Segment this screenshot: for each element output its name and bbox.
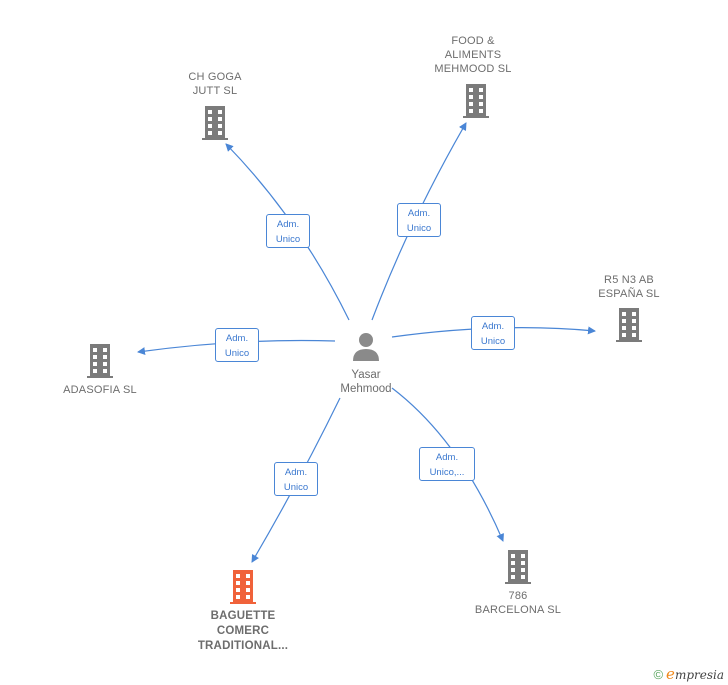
company-node-food-aliments[interactable]: FOOD & ALIMENTS MEHMOOD SL — [420, 34, 526, 120]
brand-logo-letter: e — [666, 665, 675, 683]
relation-label-food-aliments[interactable]: Adm. Unico — [397, 203, 441, 237]
building-icon — [463, 84, 489, 118]
brand-footer: ©empresia — [653, 665, 724, 683]
person-name: Yasar Mehmood — [340, 369, 392, 395]
person-node-yasar-mehmood[interactable]: Yasar Mehmood — [330, 330, 402, 400]
company-label: 786 BARCELONA SL — [474, 590, 562, 616]
company-label: CH GOGA JUTT SL — [188, 71, 242, 97]
company-node-adasofia[interactable]: ADASOFIA SL — [55, 343, 145, 401]
building-icon — [230, 570, 256, 604]
company-node-786-barcelona[interactable]: 786 BARCELONA SL — [466, 550, 570, 620]
company-node-ch-goga[interactable]: CH GOGA JUTT SL — [170, 70, 260, 142]
relation-label-786-barcelona[interactable]: Adm. Unico,... — [419, 447, 475, 481]
brand-logo-text: mpresia — [674, 668, 724, 682]
company-label: R5 N3 AB ESPAÑA SL — [598, 274, 660, 300]
company-node-r5-n3[interactable]: R5 N3 AB ESPAÑA SL — [584, 273, 674, 345]
company-label: FOOD & ALIMENTS MEHMOOD SL — [434, 35, 512, 75]
relation-label-adasofia[interactable]: Adm. Unico — [215, 328, 259, 362]
building-icon — [505, 550, 531, 584]
building-icon — [202, 106, 228, 140]
building-icon — [616, 308, 642, 342]
company-node-baguette[interactable]: BAGUETTE COMERC TRADITIONAL... — [188, 570, 298, 656]
relation-label-baguette[interactable]: Adm. Unico — [274, 462, 318, 496]
relation-label-r5-n3[interactable]: Adm. Unico — [471, 316, 515, 350]
building-icon — [87, 344, 113, 378]
company-label: BAGUETTE COMERC TRADITIONAL... — [197, 610, 289, 652]
person-icon — [353, 333, 379, 361]
relation-label-ch-goga[interactable]: Adm. Unico — [266, 214, 310, 248]
company-label: ADASOFIA SL — [63, 384, 137, 396]
copyright-symbol: © — [653, 667, 664, 682]
